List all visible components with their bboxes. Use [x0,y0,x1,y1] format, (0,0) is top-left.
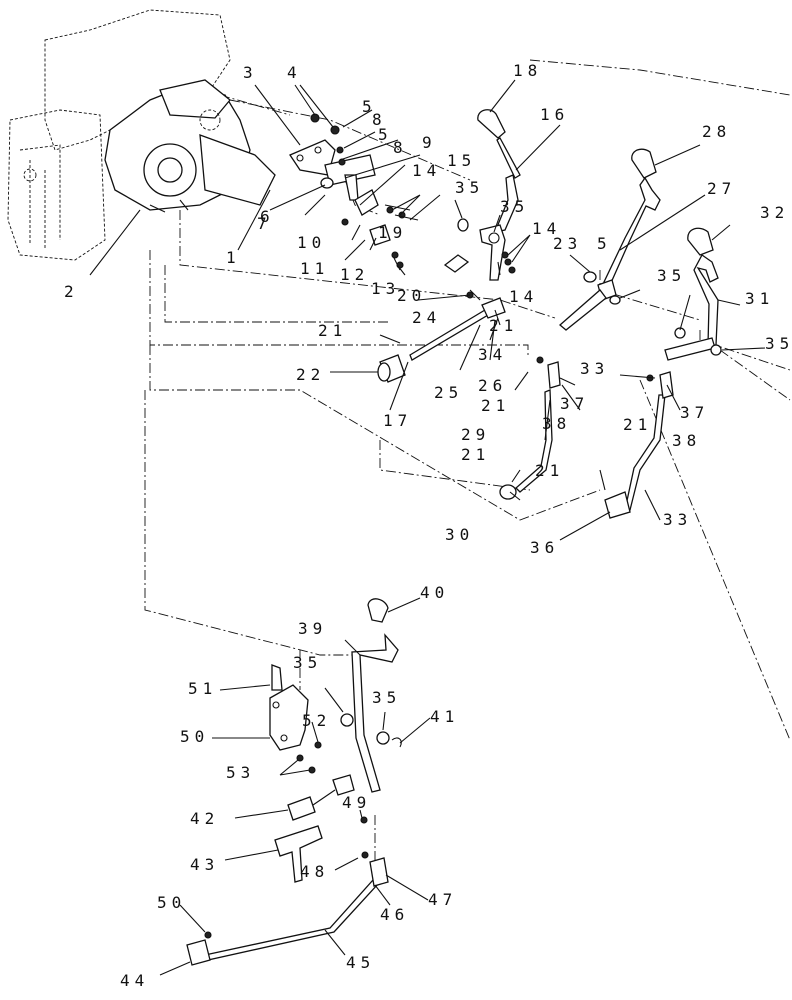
callout-27: 27 [707,179,736,198]
callout-18: 18 [513,61,542,80]
callout-9: 9 [422,133,437,152]
leader-lines [89,79,766,976]
callout-26: 26 [478,376,507,395]
callout-52: 52 [302,711,331,730]
callout-10: 10 [297,233,326,252]
callout-33: 33 [663,510,692,529]
callout-45: 45 [346,953,375,972]
callout-14: 14 [412,161,441,180]
lever-31-assembly [664,227,722,361]
callout-25: 25 [434,383,463,402]
callout-5: 5 [378,125,393,144]
callout-13: 13 [371,279,400,298]
callout-37: 37 [680,403,709,422]
callout-35: 35 [455,178,484,197]
callout-31: 31 [745,289,774,308]
callout-46: 46 [380,905,409,924]
callout-38: 38 [672,431,701,450]
callout-8: 8 [372,110,387,129]
callout-35: 35 [765,334,792,353]
callout-16: 16 [540,105,569,124]
lower-rod-45 [186,816,389,966]
callout-53: 53 [226,763,255,782]
callout-19: 19 [378,223,407,242]
callout-15: 15 [447,151,476,170]
callout-30: 30 [445,525,474,544]
callout-35: 35 [657,266,686,285]
callout-5: 5 [362,97,377,116]
callout-40: 40 [420,583,449,602]
callout-12: 12 [340,265,369,284]
callout-44: 44 [120,971,149,990]
callout-labels: 1 2 3 4 5 5 6 7 8 8 9 10 11 12 13 14 14 … [64,61,792,990]
callout-35: 35 [500,197,529,216]
callout-14: 14 [509,287,538,306]
callout-35: 35 [293,653,322,672]
callout-21: 21 [318,321,347,340]
callout-50: 50 [180,727,209,746]
lever-39-assembly [340,598,402,793]
callout-21: 21 [623,415,652,434]
callout-21: 21 [489,316,518,335]
callout-28: 28 [702,122,731,141]
callout-48: 48 [300,862,329,881]
callout-24: 24 [412,308,441,327]
callout-36: 36 [530,538,559,557]
lever-27-assembly [558,148,661,331]
callout-43: 43 [190,855,219,874]
callout-32: 32 [760,203,789,222]
callout-49: 49 [342,793,371,812]
callout-42: 42 [190,809,219,828]
transmission-housing [7,9,276,261]
callout-47: 47 [428,890,457,909]
callout-4: 4 [287,63,302,82]
callout-51: 51 [188,679,217,698]
callout-21: 21 [481,396,510,415]
callout-1: 1 [226,248,241,267]
callout-21: 21 [461,445,490,464]
callout-3: 3 [243,63,258,82]
callout-5: 5 [597,234,612,253]
callout-6: 6 [260,207,275,226]
callout-21: 21 [535,461,564,480]
bracket-assembly [289,113,419,269]
callout-11: 11 [300,259,329,278]
callout-23: 23 [553,234,582,253]
callout-38: 38 [542,414,571,433]
callout-8: 8 [393,138,408,157]
callout-29: 29 [461,425,490,444]
callout-39: 39 [298,619,327,638]
linkage-rods [377,291,674,519]
callout-34: 34 [478,345,507,364]
callout-33: 33 [580,359,609,378]
callout-7: 7 [257,214,272,233]
callout-20: 20 [397,286,426,305]
callout-2: 2 [64,282,79,301]
switch-bracket-assembly [269,664,355,883]
callout-41: 41 [430,707,459,726]
callout-22: 22 [296,365,325,384]
callout-50: 50 [157,893,186,912]
callout-14: 14 [532,219,561,238]
callout-17: 17 [383,411,412,430]
callout-35: 35 [372,688,401,707]
callout-37: 37 [560,394,589,413]
